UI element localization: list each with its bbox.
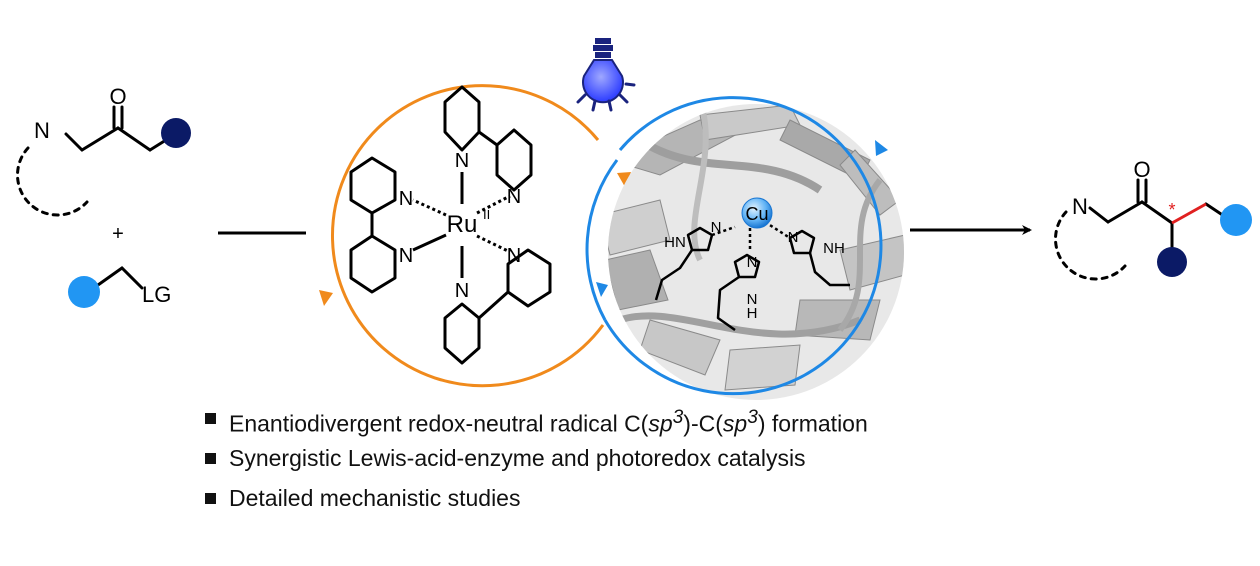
new-cc-bond <box>1171 202 1207 225</box>
bullet-1-text-a: Enantiodivergent redox-neutral radical C… <box>229 410 649 437</box>
ru-metal-label: Ru <box>447 211 478 238</box>
blue-arrowhead-left <box>596 282 608 297</box>
his-nh-label: NH <box>823 240 845 257</box>
his-h-label: H <box>747 305 758 322</box>
bullet-square-icon <box>205 493 216 504</box>
alkyl-leaving-group <box>96 266 144 290</box>
bullet-3-text: Detailed mechanistic studies <box>229 485 521 511</box>
bullet-1-sup-a: 3 <box>672 407 684 428</box>
cu-label: Cu <box>745 204 768 224</box>
dashed-ring <box>16 146 89 217</box>
his-n-center-bottom: N <box>747 291 758 308</box>
blue-arrowhead-top <box>875 140 888 156</box>
bullet-square-icon <box>205 453 216 464</box>
orange-arrowhead-left <box>319 290 333 306</box>
his-hn-label: HN <box>664 234 686 251</box>
lg-label: LG <box>142 282 171 307</box>
product-n-label: N <box>1072 194 1088 219</box>
product-light-blue-ball <box>1220 204 1252 236</box>
product-o-label: O <box>1133 157 1150 182</box>
ru-oxidation-label: II <box>483 207 490 222</box>
his-n-left: N <box>711 219 722 236</box>
ru-n-left-bottom: N <box>399 245 413 267</box>
ru-n-top: N <box>455 150 469 172</box>
ru-bipy-complex <box>349 85 552 365</box>
bullet-1-text-b: )-C( <box>683 410 723 437</box>
copper-sphere <box>741 197 773 229</box>
bullet-1-sp-a: sp <box>648 410 673 437</box>
lightbulb-icon <box>576 38 636 112</box>
bullet-point-1: Enantiodivergent redox-neutral radical C… <box>205 398 868 438</box>
bullet-1-text-c: ) formation <box>757 410 868 437</box>
bullet-point-2: Synergistic Lewis-acid-enzyme and photor… <box>205 438 868 478</box>
ru-n-top-right: N <box>507 186 521 208</box>
bullet-2-text: Synergistic Lewis-acid-enzyme and photor… <box>229 445 806 471</box>
bullet-square-icon <box>205 413 216 424</box>
ru-n-left-top: N <box>399 188 413 210</box>
ru-n-right-bottom: N <box>507 245 521 267</box>
product-dashed-ring <box>1054 210 1127 281</box>
ru-n-bottom: N <box>455 280 469 302</box>
light-blue-ball <box>68 276 100 308</box>
photoredox-cycle <box>319 84 631 388</box>
bullet-point-3: Detailed mechanistic studies <box>205 478 868 518</box>
orange-arrowhead-right <box>617 172 631 187</box>
bullet-1-sup-b: 3 <box>747 407 758 428</box>
histidine-labels: HN N N H N N NH <box>664 219 845 322</box>
product-stereocenter: * <box>1168 200 1175 220</box>
key-points-list: Enantiodivergent redox-neutral radical C… <box>205 398 868 518</box>
reactant-n-label: N <box>34 118 50 143</box>
plus-sign: + <box>112 223 124 245</box>
reactant-o-label: O <box>109 84 126 109</box>
his-n-center: N <box>747 254 758 271</box>
enzyme-pocket <box>585 96 904 400</box>
product-navy-ball <box>1157 247 1187 277</box>
product-ketone <box>1054 178 1226 281</box>
his-n-right: N <box>788 229 799 246</box>
bullet-1-sp-b: sp <box>722 410 748 437</box>
histidine-ligands <box>654 220 850 332</box>
ru-n-labels: N N N N N N <box>399 150 521 302</box>
navy-ball <box>161 118 191 148</box>
